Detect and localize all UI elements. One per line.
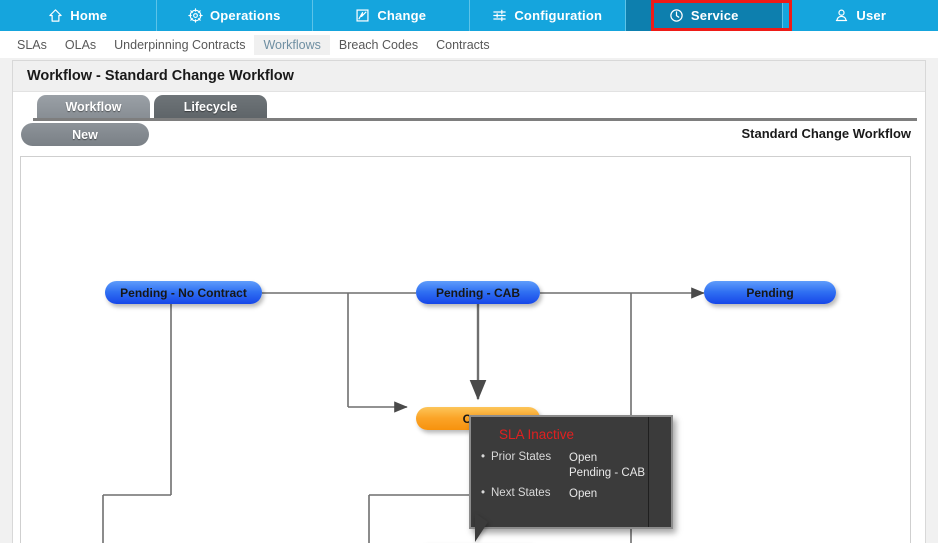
topnav-label: Service xyxy=(690,8,739,23)
topnav-item-service[interactable]: Service xyxy=(626,0,783,31)
person-icon xyxy=(834,8,849,23)
tooltip-bullet: • xyxy=(481,487,486,499)
topnav-item-operations[interactable]: Operations xyxy=(157,0,313,31)
subnav-item-workflows[interactable]: Workflows xyxy=(254,34,330,55)
tooltip-row-values: Open Pending - CAB xyxy=(569,451,645,481)
new-button[interactable]: New xyxy=(21,123,149,146)
workflow-node-pending-cab[interactable]: Pending - CAB xyxy=(416,281,540,304)
topnav-item-home[interactable]: Home xyxy=(0,0,157,31)
tooltip-row-label: Prior States xyxy=(491,451,552,463)
topnav-label: User xyxy=(856,8,887,23)
tab-workflow[interactable]: Workflow xyxy=(37,95,150,119)
topnav-label: Operations xyxy=(209,8,281,23)
tooltip-row-next-states: • Next States Open xyxy=(481,487,661,502)
tab-lifecycle[interactable]: Lifecycle xyxy=(154,95,267,119)
workflow-connectors xyxy=(102,287,705,543)
topnav-item-change[interactable]: Change xyxy=(313,0,470,31)
tooltip-value: Open xyxy=(569,452,598,464)
page-title: Workflow - Standard Change Workflow xyxy=(13,61,925,92)
subnav-item-breach-codes[interactable]: Breach Codes xyxy=(338,37,419,52)
topnav-item-user[interactable]: User xyxy=(783,0,938,31)
tab-underline xyxy=(33,118,917,121)
tooltip-value: Open xyxy=(569,488,598,500)
topnav-label: Home xyxy=(70,8,108,23)
tooltip-row-prior-states: • Prior States Open Pending - CAB xyxy=(481,451,661,481)
topnav-label: Change xyxy=(377,8,427,23)
node-label: Pending - No Contract xyxy=(120,285,247,300)
sliders-icon xyxy=(492,8,507,23)
topnav-item-configuration[interactable]: Configuration xyxy=(470,0,626,31)
tooltip-bullet: • xyxy=(481,451,486,463)
subnav-item-underpinning-contracts[interactable]: Underpinning Contracts xyxy=(114,37,246,52)
tooltip-tail xyxy=(475,513,488,542)
sub-navigation-bar: SLAs OLAs Underpinning Contracts Workflo… xyxy=(0,31,938,58)
tooltip-title: SLA Inactive xyxy=(499,427,575,442)
ship-wheel-icon xyxy=(188,8,203,23)
tab-strip: Workflow Lifecycle xyxy=(13,92,925,119)
top-navigation-bar: Home Operations Change xyxy=(0,0,938,31)
tooltip-value: Pending - CAB xyxy=(569,467,646,479)
topnav-label: Configuration xyxy=(514,8,603,23)
tooltip-row-values: Open xyxy=(569,487,597,502)
tooltip-divider xyxy=(648,417,649,527)
workflow-caption: Standard Change Workflow xyxy=(741,126,912,141)
subnav-item-slas[interactable]: SLAs xyxy=(17,37,47,52)
subnav-item-contracts[interactable]: Contracts xyxy=(436,37,490,52)
clock-icon xyxy=(669,8,684,23)
home-icon xyxy=(48,8,63,23)
change-chart-icon xyxy=(355,8,370,23)
workflow-canvas[interactable]: Pending - No Contract Pending - CAB Pend… xyxy=(20,156,911,543)
node-label: Pending - CAB xyxy=(436,285,520,300)
sla-tooltip: SLA Inactive • Prior States Open Pending… xyxy=(469,415,673,542)
toolbar: New Standard Change Workflow xyxy=(13,123,925,153)
workflow-node-pending-no-contract[interactable]: Pending - No Contract xyxy=(105,281,262,304)
node-label: Pending xyxy=(746,285,794,300)
subnav-item-olas[interactable]: OLAs xyxy=(64,37,97,52)
workflow-node-pending[interactable]: Pending xyxy=(704,281,836,304)
content-panel: Workflow - Standard Change Workflow Work… xyxy=(12,60,926,543)
tooltip-row-label: Next States xyxy=(491,487,551,499)
